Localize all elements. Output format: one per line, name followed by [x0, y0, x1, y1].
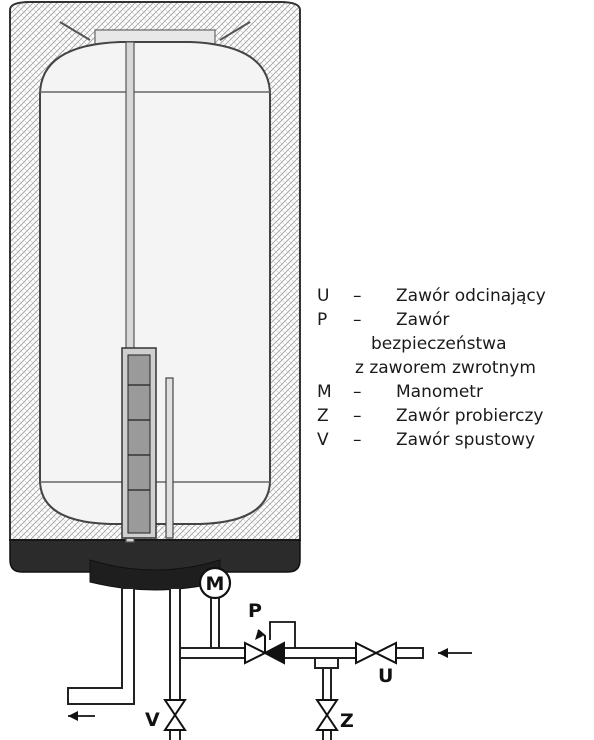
heating-element	[121, 347, 174, 539]
legend-row-u: U – Zawór odcinający	[315, 284, 590, 308]
legend-code: U	[317, 286, 330, 306]
legend-dash: –	[353, 286, 362, 306]
legend-code: P	[317, 310, 328, 330]
legend-row-m: M – Manometr	[315, 380, 590, 404]
legend-desc-continued: z zaworem zwrotnym	[355, 358, 536, 378]
drain-valve: V	[145, 699, 187, 731]
legend-desc: Zawór	[396, 310, 450, 330]
drain-valve-label: V	[145, 709, 160, 731]
legend-row-z: Z – Zawór probierczy	[315, 404, 590, 428]
legend-code: V	[317, 430, 329, 450]
legend-desc-continued: bezpieczeństwa	[371, 334, 507, 354]
legend-desc: Zawór odcinający	[396, 286, 546, 306]
shutoff-valve-label: U	[378, 665, 393, 687]
legend-dash: –	[353, 382, 362, 402]
test-valve-label: Z	[340, 710, 354, 732]
legend-dash: –	[353, 430, 362, 450]
legend-dash: –	[353, 406, 362, 426]
manometer-symbol: M	[206, 573, 225, 595]
legend-code: M	[317, 382, 332, 402]
shutoff-valve: U	[355, 641, 397, 687]
legend-row-p-cont2: z zaworem zwrotnym	[315, 356, 590, 380]
hot-water-pipe	[125, 41, 135, 543]
test-valve: Z	[315, 699, 354, 732]
legend-row-p: P – Zawór	[315, 308, 590, 332]
legend-row-p-cont1: bezpieczeństwa	[315, 332, 590, 356]
legend-code: Z	[317, 406, 329, 426]
inner-tank	[39, 41, 271, 525]
legend: U – Zawór odcinający P – Zawór bezpiecze…	[315, 284, 590, 452]
cold-water-piping	[169, 587, 472, 740]
legend-desc: Zawór spustowy	[396, 430, 536, 450]
hot-water-outlet-pipe	[67, 587, 135, 721]
safety-valve: P	[244, 600, 296, 665]
manometer-gauge: M	[198, 566, 232, 600]
legend-desc: Manometr	[396, 382, 483, 402]
legend-dash: –	[353, 310, 362, 330]
safety-valve-label: P	[248, 600, 262, 622]
legend-row-v: V – Zawór spustowy	[315, 428, 590, 452]
legend-desc: Zawór probierczy	[396, 406, 544, 426]
